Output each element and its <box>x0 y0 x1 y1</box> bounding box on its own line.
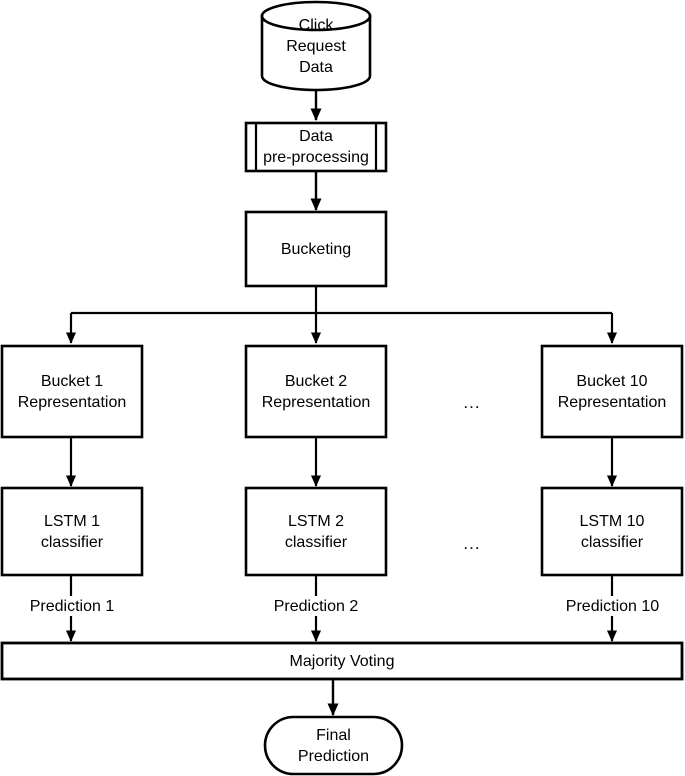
edge-label-prediction-2: Prediction 2 <box>273 598 359 615</box>
final-node-shape <box>263 715 404 776</box>
lstm-row-ellipsis: ... <box>463 534 481 553</box>
majority-voting-node-shape <box>0 641 684 681</box>
source-node-shape <box>260 0 372 92</box>
lstm1-node-shape <box>0 486 144 577</box>
bucket10-node-shape <box>540 344 684 439</box>
lstm2-node-shape <box>244 486 388 577</box>
bucket1-node-shape <box>0 344 144 439</box>
bucket-row-ellipsis: ... <box>463 393 481 412</box>
bucket2-node-shape <box>244 344 388 439</box>
edge-bucketing-fanout <box>65 286 618 344</box>
preprocessing-node-shape <box>244 121 388 173</box>
bucketing-node-shape <box>244 210 388 288</box>
edge-label-prediction-1: Prediction 1 <box>29 598 115 615</box>
lstm10-node-shape <box>540 486 684 577</box>
edge-label-prediction-10: Prediction 10 <box>565 598 660 615</box>
